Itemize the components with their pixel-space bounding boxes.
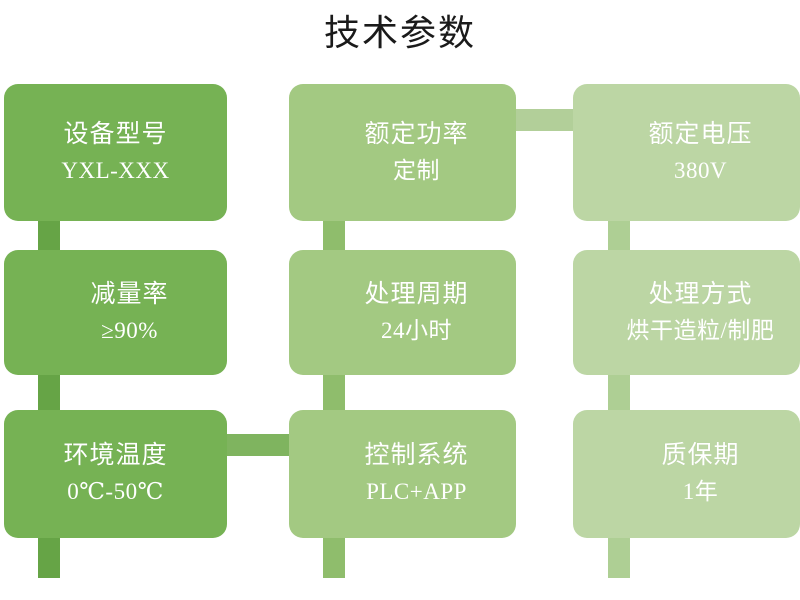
card-ambient-temperature[interactable]: 环境温度 0℃-50℃ bbox=[4, 410, 227, 538]
card-warranty-period[interactable]: 质保期 1年 bbox=[573, 410, 800, 538]
card-value: 1年 bbox=[682, 479, 719, 504]
card-value: 24小时 bbox=[381, 317, 452, 343]
card-label: 质保期 bbox=[661, 442, 740, 469]
card-value: 0℃-50℃ bbox=[67, 479, 164, 504]
card-reduction-rate[interactable]: 减量率 ≥90% bbox=[4, 250, 227, 375]
card-treatment-method[interactable]: 处理方式 烘干造粒/制肥 bbox=[573, 250, 800, 375]
card-value: ≥90% bbox=[101, 317, 158, 343]
card-device-model[interactable]: 设备型号 YXL-XXX bbox=[4, 84, 227, 221]
card-treatment-cycle[interactable]: 处理周期 24小时 bbox=[289, 250, 516, 375]
card-rated-voltage[interactable]: 额定电压 380V bbox=[573, 84, 800, 221]
card-value: 380V bbox=[673, 157, 728, 183]
card-value: PLC+APP bbox=[366, 479, 467, 504]
card-label: 处理周期 bbox=[364, 280, 469, 308]
card-value: 定制 bbox=[393, 157, 440, 183]
card-label: 控制系统 bbox=[364, 442, 469, 469]
card-label: 环境温度 bbox=[63, 442, 168, 469]
page-title: 技术参数 bbox=[323, 13, 476, 54]
card-label: 额定电压 bbox=[648, 120, 753, 148]
card-value: 烘干造粒/制肥 bbox=[626, 317, 775, 343]
card-label: 处理方式 bbox=[648, 280, 753, 308]
card-label: 额定功率 bbox=[364, 120, 469, 148]
card-value: YXL-XXX bbox=[61, 157, 170, 183]
card-label: 设备型号 bbox=[63, 120, 168, 148]
card-label: 减量率 bbox=[90, 280, 169, 308]
card-rated-power[interactable]: 额定功率 定制 bbox=[289, 84, 516, 221]
card-control-system[interactable]: 控制系统 PLC+APP bbox=[289, 410, 516, 538]
